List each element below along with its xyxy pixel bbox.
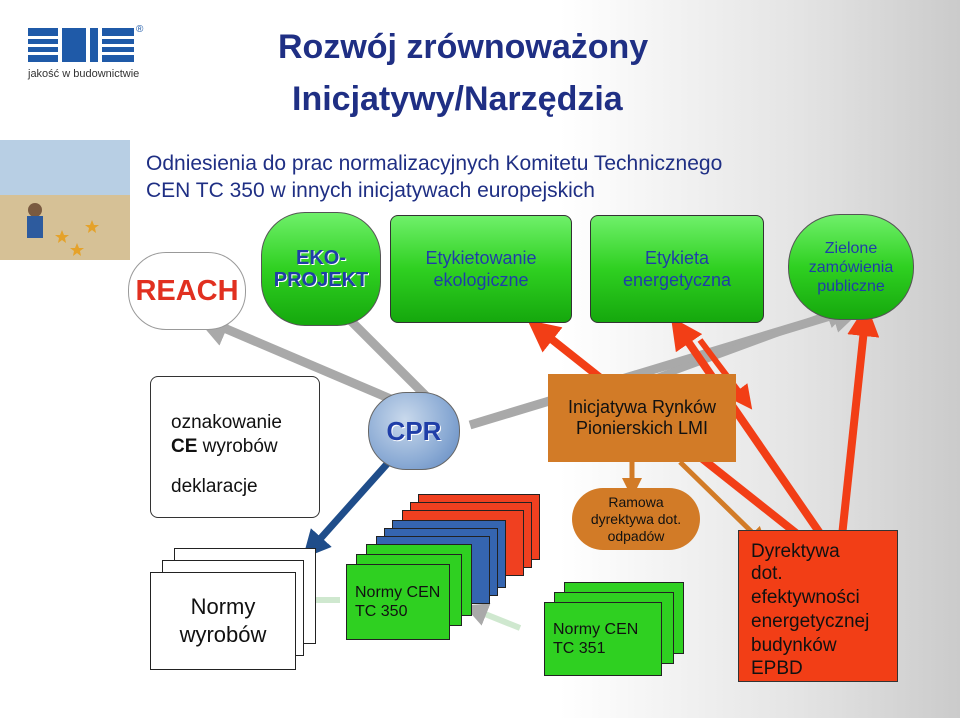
oznakowanie-label: oznakowanie <box>171 412 282 433</box>
ramowa-label-1: Ramowa <box>608 493 664 510</box>
etykietowanie-box: Etykietowanie ekologiczne <box>390 215 572 323</box>
registered-mark: ® <box>136 24 144 35</box>
lmi-label-1: Inicjatywa Rynków <box>567 397 717 417</box>
beach-photo <box>0 140 130 260</box>
dyrektywa-label-2: dot. <box>751 563 783 584</box>
orange-arrow-to-dyrektywa <box>678 460 768 547</box>
lmi-label-2: Pionierskich LMI <box>575 418 709 438</box>
oznakowanie-scroll: oznakowanie CE wyrobów deklaracje <box>150 376 320 518</box>
dyrektywa-label-1: Dyrektywa <box>751 541 840 562</box>
eko-label-2: PROJEKT <box>273 269 369 291</box>
cpr-label: CPR <box>386 415 442 446</box>
normy-cen-350-doc: Normy CEN TC 350 <box>346 564 450 640</box>
dyrektywa-label-6: EPBD <box>751 658 803 679</box>
dyrektywa-label-3: efektywności <box>751 587 860 608</box>
ramowa-label-2: dyrektywa dot. <box>590 510 682 527</box>
etykieta-label-1: Etykieta <box>644 248 710 268</box>
zielone-label-2: zamówienia <box>808 258 894 276</box>
normy-cen-350-label-1: Normy CEN <box>355 584 441 601</box>
title-line-1: Rozwój zrównoważony <box>278 28 649 66</box>
normy-wyrobow-label-1: Normy <box>190 594 256 619</box>
gray-arrow-lmi-to-zielone <box>648 301 854 384</box>
etykietowanie-label-2: ekologiczne <box>433 270 529 290</box>
subtitle-line-2: CEN TC 350 w innych inicjatywach europej… <box>146 179 595 202</box>
normy-cen-351-label-2: TC 351 <box>553 640 606 657</box>
zielone-label-3: publiczne <box>817 277 885 295</box>
normy-cen-351-doc: Normy CEN TC 351 <box>544 602 662 676</box>
red-arrow-to-zielone <box>836 304 880 556</box>
lmi-box: Inicjatywa Rynków Pionierskich LMI <box>548 374 736 462</box>
blue-arrow-cpr-to-normy <box>302 452 398 559</box>
reach-label: REACH <box>135 274 239 307</box>
dyrektywa-label-4: energetycznej <box>751 611 870 632</box>
normy-cen-350-label-2: TC 350 <box>355 603 408 620</box>
etykietowanie-label-1: Etykietowanie <box>425 248 537 268</box>
subtitle-line-1: Odniesienia do prac normalizacyjnych Kom… <box>146 152 723 175</box>
red-arrow-to-lmi <box>697 338 753 410</box>
dyrektywa-label-5: budynków <box>751 635 837 656</box>
itb-logo: ® jakość w budownictwie <box>28 24 148 84</box>
wyrobow-label: wyrobów <box>197 436 278 457</box>
beach-photo-illustration <box>0 140 130 260</box>
normy-wyrobow-label-2: wyrobów <box>179 622 267 647</box>
logo-tagline: jakość w budownictwie <box>28 68 140 80</box>
light-arrow-351-to-350 <box>463 603 522 631</box>
zielone-label-1: Zielone <box>824 239 878 257</box>
cpr-box: CPR <box>368 392 460 470</box>
deklaracje-label: deklaracje <box>171 476 258 497</box>
reach-box: REACH <box>128 252 246 330</box>
zielone-box: Zielone zamówienia publiczne <box>788 214 914 320</box>
etykieta-box: Etykieta energetyczna <box>590 215 764 323</box>
normy-wyrobow-doc: Normy wyrobów <box>150 572 296 670</box>
red-arrow-to-etykieta <box>670 316 839 558</box>
title-line-2: Inicjatywy/Narzędzia <box>292 80 623 118</box>
etykieta-label-2: energetyczna <box>622 270 732 290</box>
dyrektywa-box: Dyrektywa dot. efektywności energetyczne… <box>738 530 898 682</box>
ce-bold: CE <box>171 436 198 457</box>
eko-label-1: EKO- <box>296 247 346 269</box>
ramowa-box: Ramowa dyrektywa dot. odpadów <box>572 488 700 550</box>
eko-projekt-box: EKO- PROJEKT <box>261 212 381 326</box>
itb-logo-mark <box>28 28 134 62</box>
normy-cen-351-label-1: Normy CEN <box>553 621 639 638</box>
ce-wyrobow-line: CE wyrobów <box>171 435 278 459</box>
ramowa-label-3: odpadów <box>607 527 665 544</box>
